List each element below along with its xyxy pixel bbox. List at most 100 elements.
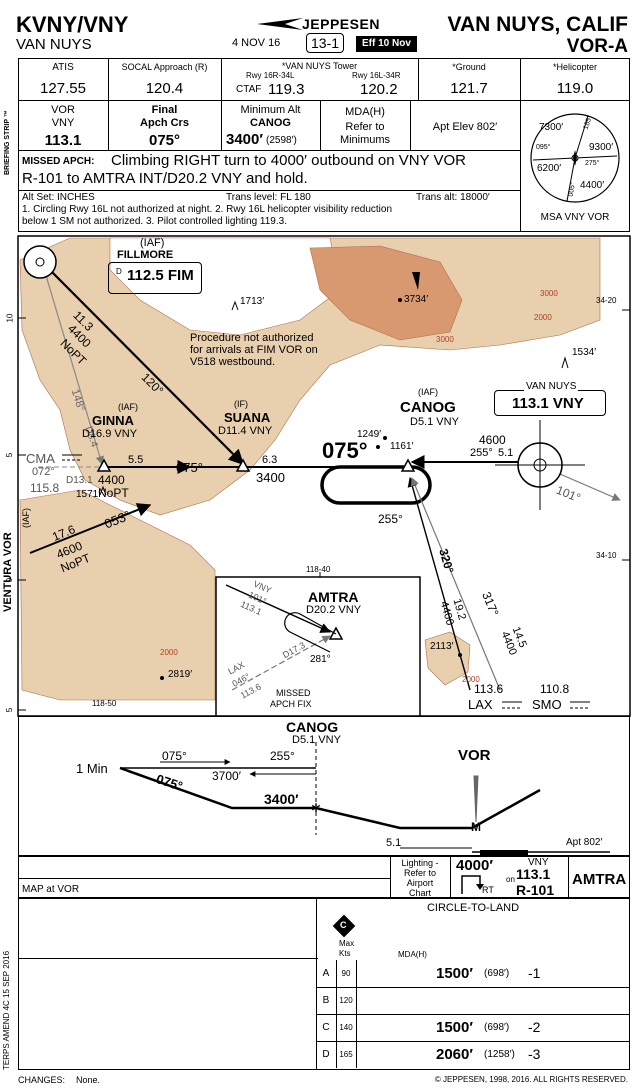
svg-text:M: M — [471, 820, 481, 834]
ginna-dme: D16.9 VNY — [82, 428, 138, 440]
cma-radial: 072° — [32, 466, 55, 478]
holding-course: 255° — [378, 512, 403, 526]
vny-freq: 113.1 VNY — [512, 395, 584, 412]
vny-leg-distance: 5.1 — [498, 447, 514, 459]
vny-vor-symbol — [495, 420, 585, 510]
missed-radial: R-101 — [516, 882, 555, 898]
lighting-line2: Refer to — [403, 868, 436, 878]
msa-alt-w: 6200′ — [537, 163, 562, 174]
missed-vor-ident: VNY — [528, 857, 549, 868]
elevation-2819: 2819′ — [168, 669, 193, 680]
elevation-1571: 1571′ — [76, 489, 101, 500]
copyright: © JEPPESEN, 1998, 2016. ALL RIGHTS RESER… — [434, 1075, 628, 1084]
cma-dme: D13.1 — [66, 475, 93, 486]
grid-118-40: 118-40 — [306, 565, 331, 574]
inset-course-281: 281° — [310, 654, 331, 665]
profile-canog: CANOG — [286, 719, 339, 735]
minimums-max-kts: 165 — [339, 1050, 353, 1059]
ground-freq: 121.7 — [450, 80, 488, 97]
minimums-hat: (698′) — [484, 1022, 510, 1033]
inset-amtra-dme: D20.2 VNY — [306, 604, 362, 616]
effective-date: Eff 10 Nov — [356, 36, 417, 52]
profile-airport-elev: Apt 802′ — [566, 837, 603, 848]
ground-label: *Ground — [452, 62, 486, 72]
missed-vor-freq: 113.1 — [516, 866, 551, 882]
lax-freq: 113.6 — [474, 682, 504, 696]
elevation-2113: 2113′ — [430, 641, 454, 652]
vor-label: VOR — [51, 104, 75, 116]
airport-elevation: Apt Elev 802′ — [432, 121, 498, 133]
profile-distance: 5.1 — [386, 837, 402, 849]
smo-name: SMO — [532, 697, 562, 712]
minimums-hat: (1258′) — [484, 1049, 515, 1060]
profile-altitude-3400: 3400′ — [264, 791, 299, 807]
minimums-note: -1 — [528, 965, 541, 981]
lighting-line3: Airport — [406, 878, 434, 888]
final-course: 075° — [148, 132, 181, 149]
canog-name: CANOG — [400, 399, 456, 416]
minimums-category: B — [322, 995, 330, 1006]
profile-altitude-3700: 3700′ — [212, 769, 241, 783]
profile-outbound-course: 075° — [162, 749, 187, 763]
contour-2000c: 2000 — [462, 675, 480, 684]
inset-fix-label: APCH FIX — [270, 699, 312, 709]
right-turn-icon — [461, 875, 484, 894]
msa-label: MSA VNY VOR — [540, 212, 610, 223]
atis-freq: 127.55 — [40, 80, 86, 97]
tower-rwy1: Rwy 16R-34L — [246, 71, 295, 80]
map-at-vor: MAP at VOR — [22, 884, 80, 895]
tower-freq2: 120.2 — [360, 81, 398, 98]
min-alt-value: 3400′ — [226, 131, 263, 148]
category-letter: C — [340, 920, 347, 930]
final-course-label: 075° — [322, 438, 368, 463]
vor-ident-label: VNY — [51, 117, 75, 129]
helicopter-freq: 119.0 — [556, 80, 594, 97]
fillmore-iaf-label: (IAF) — [140, 237, 165, 249]
helicopter-label: *Helicopter — [552, 62, 598, 72]
lax-name: LAX — [468, 697, 493, 712]
minimums-category: A — [322, 968, 330, 979]
minimums-mda: 1500′ — [436, 1019, 473, 1036]
transition-altitude: Trans alt: 18000′ — [416, 192, 490, 203]
fillmore-freq: 112.5 FIM — [127, 267, 194, 284]
suana-name: SUANA — [224, 410, 271, 425]
minimums-note: -3 — [528, 1046, 541, 1062]
min-alt-label: Minimum Alt — [240, 104, 301, 116]
minimums-box — [18, 898, 630, 1070]
minimums-mda: 2060′ — [436, 1046, 473, 1063]
grid-34-20: 34-20 — [596, 296, 617, 305]
tower-rwy2: Rwy 16L-34R — [352, 71, 401, 80]
elevation-1249: 1249′ — [357, 429, 382, 440]
profile-vor-label: VOR — [458, 747, 491, 764]
final-label: Final — [151, 104, 178, 116]
ctaf-label: CTAF — [236, 84, 262, 95]
missed-approach-label: MISSED APCH: — [22, 156, 95, 167]
procedure-note-line3: V518 westbound. — [190, 356, 276, 368]
canog-dme: D5.1 VNY — [410, 416, 459, 428]
suana-dme: D11.4 VNY — [218, 425, 273, 437]
lighting-line1: Lighting - — [401, 858, 439, 868]
fillmore-freq-box — [108, 262, 202, 294]
missed-on-label: on — [506, 875, 515, 884]
changes-label: CHANGES: — [18, 1075, 66, 1085]
grid-118-50: 118-50 — [92, 699, 117, 708]
fillmore-name: FILLMORE — [117, 249, 174, 261]
ginna-altitude: 4400 — [98, 473, 125, 487]
mda-minimums: Minimums — [339, 134, 391, 146]
canog-iaf-label: (IAF) — [418, 387, 438, 397]
grid-34-10: 34-10 — [596, 551, 617, 560]
atis-label: ATIS — [52, 62, 74, 73]
mda-label: MDA(H) — [345, 106, 385, 118]
contour-3000b: 3000 — [436, 335, 454, 344]
vor-freq: 113.1 — [44, 132, 82, 149]
minimums-note: -2 — [528, 1019, 541, 1035]
cma-freq: 115.8 — [30, 481, 60, 495]
altimeter-setting: Alt Set: INCHES — [22, 192, 95, 203]
profile-canog-dme: D5.1 VNY — [292, 734, 341, 746]
final-apch-label: Apch Crs — [140, 117, 189, 129]
suana-if-label: (IF) — [234, 399, 248, 409]
lighting-line4: Chart — [408, 888, 431, 898]
profile-holding-time: 1 Min — [76, 761, 108, 776]
mda-column-label: MDA(H) — [398, 950, 427, 959]
